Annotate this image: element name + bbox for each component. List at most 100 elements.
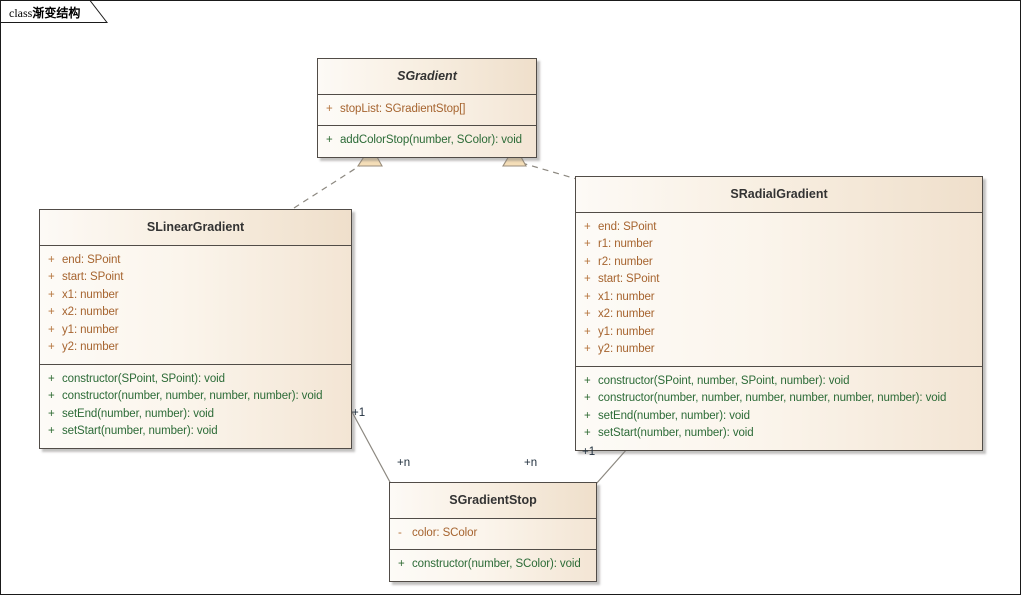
attribute-text: start: SPoint [62, 271, 124, 283]
methods-compartment-slineargradient: + constructor(SPoint, SPoint): void + co… [40, 363, 351, 448]
class-name-slineargradient: SLinearGradient [40, 210, 351, 246]
visibility-marker: + [48, 323, 55, 336]
attribute-text: y1: number [598, 325, 655, 338]
attribute-text: end: SPoint [62, 253, 121, 266]
visibility-marker: + [326, 102, 333, 115]
attribute-text: y2: number [598, 343, 655, 355]
attribute-text: x2: number [598, 308, 655, 320]
attribute-row: + start: SPoint [576, 271, 982, 289]
method-text: constructor(number, SColor): void [412, 558, 581, 570]
class-box-sradialgradient[interactable]: SRadialGradient + end: SPoint + r1: numb… [575, 176, 983, 451]
realization-line-linear [293, 162, 365, 209]
visibility-marker: + [48, 425, 55, 437]
attribute-row: + y2: number [40, 339, 351, 357]
attribute-text: end: SPoint [598, 220, 657, 233]
visibility-marker: + [48, 271, 55, 283]
method-row: + setStart(number, number): void [576, 425, 982, 443]
multiplicity-linear-n: +n [397, 457, 411, 469]
attribute-row: + r2: number [576, 254, 982, 272]
realization-line-radial [521, 162, 581, 181]
attribute-text: x2: number [62, 306, 119, 318]
method-text: setEnd(number, number): void [598, 409, 750, 422]
class-name-sradialgradient: SRadialGradient [576, 177, 982, 213]
visibility-marker: + [584, 290, 591, 303]
visibility-marker: + [584, 220, 591, 233]
visibility-marker: + [584, 273, 591, 285]
visibility-marker: + [48, 341, 55, 353]
visibility-marker: + [584, 427, 591, 439]
method-text: constructor(SPoint, number, SPoint, numb… [598, 374, 850, 387]
attributes-compartment-sgradientstop: - color: SColor [390, 519, 596, 550]
attribute-row: + end: SPoint [576, 219, 982, 237]
diagram-frame-tab-label: class渐变结构 [9, 4, 80, 21]
visibility-marker: + [326, 134, 333, 146]
visibility-marker: + [398, 558, 405, 570]
method-row: + setStart(number, number): void [40, 423, 351, 441]
method-row: + constructor(SPoint, SPoint): void [40, 371, 351, 389]
attribute-row: + end: SPoint [40, 252, 351, 270]
method-text: setStart(number, number): void [62, 425, 218, 437]
association-line-linear-stop [350, 409, 392, 485]
visibility-marker: + [48, 306, 55, 318]
multiplicity-linear-1: +1 [352, 407, 366, 419]
attribute-row: + x2: number [576, 306, 982, 324]
methods-compartment-sradialgradient: + constructor(SPoint, number, SPoint, nu… [576, 365, 982, 450]
visibility-marker: - [398, 526, 402, 539]
attributes-compartment-sradialgradient: + end: SPoint + r1: number + r2: number … [576, 213, 982, 366]
attribute-row: + y1: number [40, 322, 351, 340]
method-row: + addColorStop(number, SColor): void [318, 132, 536, 150]
attribute-text: stopList: SGradientStop[] [340, 102, 466, 115]
method-row: + constructor(number, number, number, nu… [40, 388, 351, 406]
visibility-marker: + [48, 390, 55, 402]
frame-tab-name: 渐变结构 [32, 6, 81, 20]
multiplicity-radial-n: +n [524, 457, 538, 469]
attribute-text: start: SPoint [598, 273, 660, 285]
method-row: + constructor(number, SColor): void [390, 556, 596, 574]
diagram-frame-tab: class渐变结构 [0, 0, 108, 26]
visibility-marker: + [48, 372, 55, 385]
method-row: + constructor(SPoint, number, SPoint, nu… [576, 373, 982, 391]
attribute-row: + start: SPoint [40, 269, 351, 287]
method-row: + setEnd(number, number): void [40, 406, 351, 424]
frame-tab-stereotype: class [9, 6, 33, 20]
attribute-row: + y2: number [576, 341, 982, 359]
methods-compartment-sgradientstop: + constructor(number, SColor): void [390, 549, 596, 581]
attribute-row: + x1: number [40, 287, 351, 305]
visibility-marker: + [584, 392, 591, 404]
attribute-text: y1: number [62, 323, 119, 336]
relationship-slineargradient-sgradientstop[interactable] [350, 409, 392, 485]
visibility-marker: + [48, 288, 55, 301]
method-text: constructor(number, number, number, numb… [62, 390, 323, 402]
attribute-text: x1: number [598, 290, 655, 303]
attribute-text: x1: number [62, 288, 119, 301]
visibility-marker: + [48, 253, 55, 266]
attribute-text: r2: number [598, 255, 653, 268]
class-box-slineargradient[interactable]: SLinearGradient + end: SPoint + start: S… [39, 209, 352, 449]
attribute-text: y2: number [62, 341, 119, 353]
attributes-compartment-sgradient: + stopList: SGradientStop[] [318, 95, 536, 126]
attribute-text: r1: number [598, 238, 653, 250]
class-box-sgradientstop[interactable]: SGradientStop - color: SColor + construc… [389, 482, 597, 582]
method-text: addColorStop(number, SColor): void [340, 134, 522, 146]
attribute-text: color: SColor [412, 526, 478, 539]
method-text: setEnd(number, number): void [62, 407, 214, 420]
class-name-sgradient: SGradient [318, 59, 536, 95]
visibility-marker: + [584, 409, 591, 422]
attribute-row: + y1: number [576, 324, 982, 342]
attribute-row: + r1: number [576, 236, 982, 254]
class-box-sgradient[interactable]: SGradient + stopList: SGradientStop[] + … [317, 58, 537, 158]
visibility-marker: + [584, 255, 591, 268]
visibility-marker: + [48, 407, 55, 420]
method-text: constructor(number, number, number, numb… [598, 392, 947, 404]
attribute-row: + x1: number [576, 289, 982, 307]
methods-compartment-sgradient: + addColorStop(number, SColor): void [318, 125, 536, 157]
attribute-row: + stopList: SGradientStop[] [318, 101, 536, 119]
visibility-marker: + [584, 343, 591, 355]
visibility-marker: + [584, 308, 591, 320]
method-row: + constructor(number, number, number, nu… [576, 390, 982, 408]
method-text: setStart(number, number): void [598, 427, 754, 439]
visibility-marker: + [584, 325, 591, 338]
visibility-marker: + [584, 374, 591, 387]
visibility-marker: + [584, 238, 591, 250]
